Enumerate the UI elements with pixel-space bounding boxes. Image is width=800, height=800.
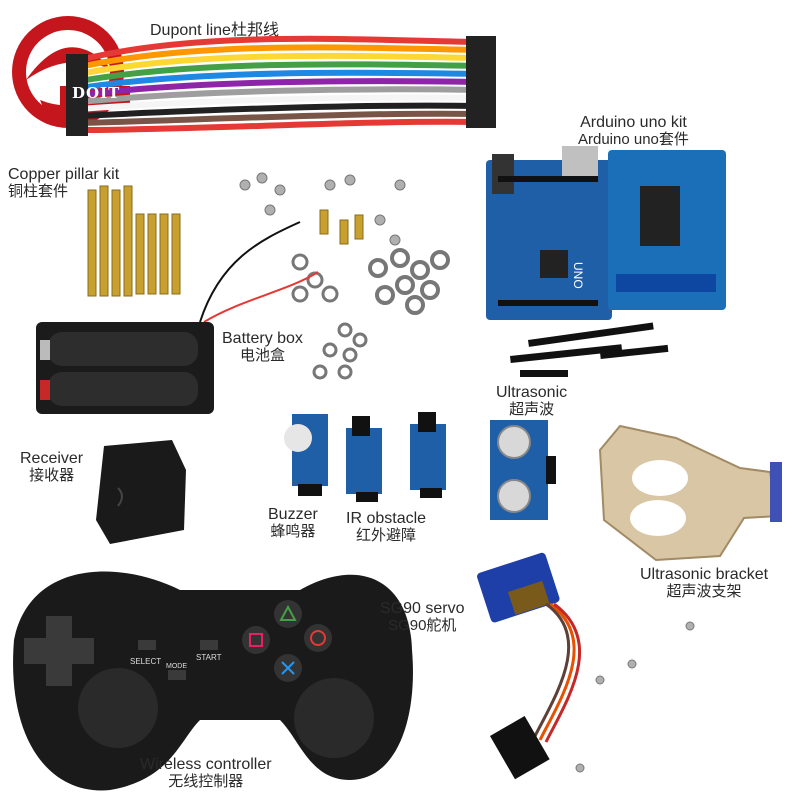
label-bracket: Ultrasonic bracket 超声波支架	[640, 566, 768, 601]
mode-button-label: MODE	[166, 663, 187, 670]
square-button-icon	[249, 633, 263, 647]
circle-button-icon	[310, 630, 326, 646]
label-servo-cn: SG90舵机	[388, 616, 457, 634]
label-ultrasonic-cn: 超声波	[509, 400, 555, 418]
header-pins	[509, 322, 669, 377]
label-copper-en: Copper pillar kit	[8, 166, 120, 183]
label-ultrasonic: Ultrasonic 超声波	[496, 384, 567, 419]
ultrasonic-bracket	[598, 424, 782, 562]
select-button-label: SELECT	[130, 657, 161, 666]
receiver	[96, 440, 186, 544]
label-controller-en: Wireless controller	[140, 756, 272, 773]
label-bracket-cn: 超声波支架	[666, 582, 742, 600]
label-controller-cn: 无线控制器	[168, 772, 244, 790]
label-arduino: Arduino uno kit Arduino uno套件	[578, 114, 689, 149]
label-receiver-en: Receiver	[20, 450, 84, 467]
label-bracket-en: Ultrasonic bracket	[640, 566, 769, 583]
label-controller: Wireless controller 无线控制器	[140, 756, 272, 791]
start-button-label: START	[196, 653, 222, 662]
label-copper-cn: 铜柱套件	[8, 182, 69, 200]
arduino-boards: UNO	[486, 146, 726, 320]
screws-and-nuts	[239, 172, 695, 773]
label-servo-en: SG90 servo	[380, 600, 465, 617]
label-servo: SG90 servo SG90舵机	[380, 600, 464, 635]
dupont-ribbon	[66, 35, 496, 136]
copper-pillars	[87, 185, 181, 297]
face-buttons	[242, 600, 332, 682]
sg90-servo	[477, 552, 582, 780]
label-ir-en: IR obstacle	[346, 510, 427, 527]
ultrasonic-sensor	[490, 420, 556, 520]
dpad-icon	[24, 616, 94, 686]
label-arduino-cn: Arduino uno套件	[578, 130, 689, 148]
wireless-controller: SELECT START MODE	[13, 571, 413, 791]
label-ir-cn: 红外避障	[356, 526, 417, 544]
label-ir: IR obstacle 红外避障	[346, 510, 426, 545]
label-copper: Copper pillar kit 铜柱套件	[8, 166, 119, 201]
label-receiver-cn: 接收器	[29, 466, 75, 484]
label-buzzer: Buzzer 蜂鸣器	[268, 506, 318, 541]
label-battery: Battery box 电池盒	[222, 330, 303, 365]
buzzer-module	[284, 414, 328, 496]
cross-button-icon	[281, 661, 295, 675]
logo-text: DOIT	[72, 84, 121, 102]
label-receiver: Receiver 接收器	[20, 450, 83, 485]
label-dupont-en: Dupont line杜邦线	[150, 22, 279, 39]
label-arduino-en: Arduino uno kit	[580, 114, 687, 131]
label-buzzer-en: Buzzer	[268, 506, 318, 523]
label-battery-cn: 电池盒	[239, 346, 285, 364]
uno-board-text: UNO	[571, 262, 585, 289]
label-ultrasonic-en: Ultrasonic	[496, 384, 568, 401]
label-battery-en: Battery box	[222, 330, 303, 347]
triangle-button-icon	[279, 604, 297, 621]
label-dupont: Dupont line杜邦线	[150, 22, 279, 40]
label-buzzer-cn: 蜂鸣器	[270, 522, 316, 540]
battery-box	[36, 221, 319, 414]
ir-modules	[346, 412, 446, 502]
